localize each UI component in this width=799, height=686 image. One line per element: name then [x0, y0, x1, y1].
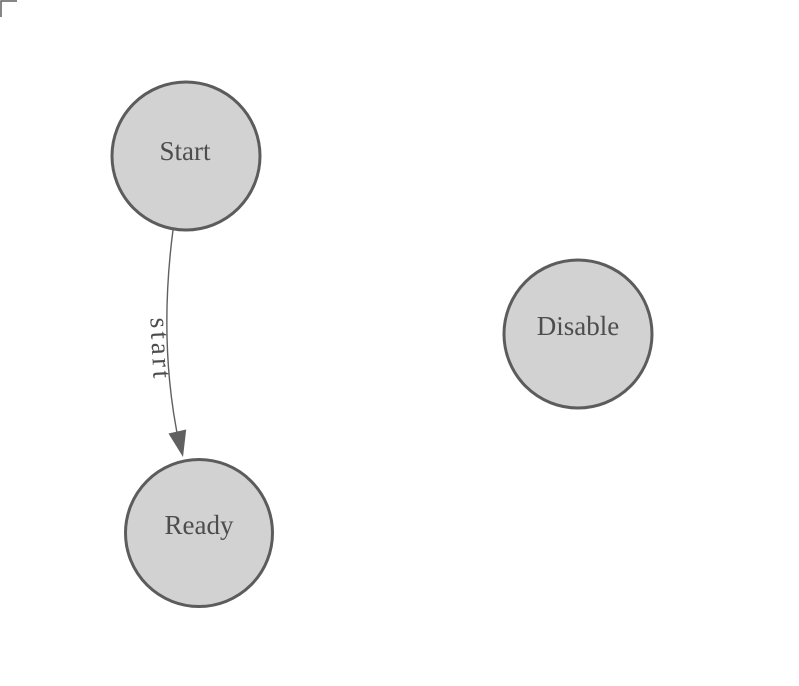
edge-line[interactable] [166, 229, 181, 446]
edge-arrowhead-icon [168, 429, 187, 457]
node-start-label: Start [160, 136, 211, 166]
canvas-corner-mark [0, 0, 17, 17]
node-ready-circle[interactable] [124, 458, 274, 608]
node-ready-label: Ready [165, 510, 234, 540]
node-disable[interactable]: Disable [502, 258, 654, 410]
node-ready[interactable]: Ready [124, 458, 274, 608]
edge-label: start [144, 317, 177, 382]
edge-start-to-ready[interactable]: start [144, 229, 187, 457]
node-disable-label: Disable [537, 311, 619, 341]
node-start-circle[interactable] [110, 80, 262, 232]
node-disable-circle[interactable] [502, 258, 654, 410]
node-start[interactable]: Start [110, 80, 262, 232]
